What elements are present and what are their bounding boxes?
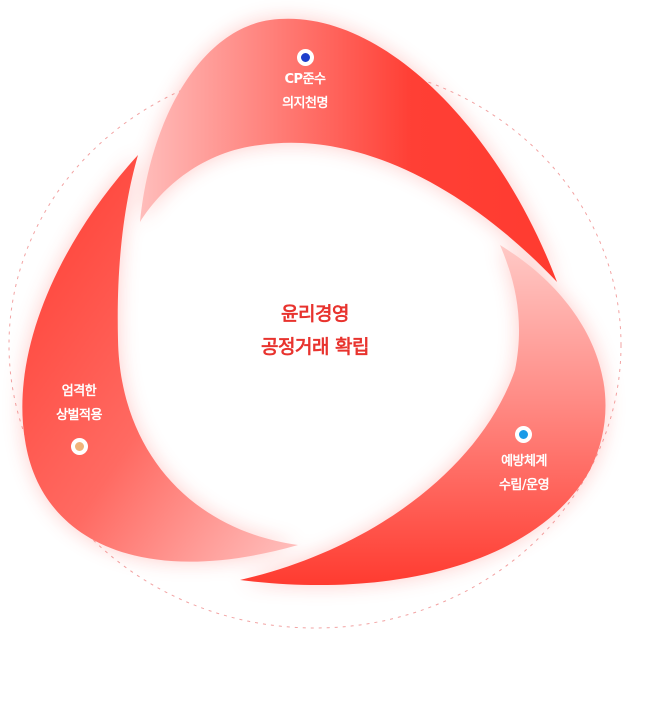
dot-top (297, 49, 314, 66)
segment-right (240, 245, 606, 586)
label-left: 엄격한 상벌적용 (19, 380, 139, 428)
label-top-line2: 의지천명 (282, 96, 328, 111)
dot-left (71, 438, 88, 455)
label-left-line1: 엄격한 (61, 384, 97, 399)
label-right-line2: 수립/운영 (498, 478, 550, 493)
segment-top (140, 18, 557, 283)
center-title: 윤리경영 공정거래 확립 (215, 298, 415, 364)
dot-right (515, 426, 532, 443)
label-right-line1: 예방체계 (501, 454, 547, 469)
label-top-line1: CP준수 (284, 72, 327, 87)
label-top: CP준수 의지천명 (245, 68, 365, 116)
center-line1: 윤리경영 (281, 303, 349, 325)
label-left-line2: 상벌적용 (56, 408, 102, 423)
center-line2: 공정거래 확립 (261, 336, 370, 358)
label-right: 예방체계 수립/운영 (464, 450, 584, 498)
segment-left (22, 155, 299, 562)
dashed-orbit (8, 61, 622, 629)
